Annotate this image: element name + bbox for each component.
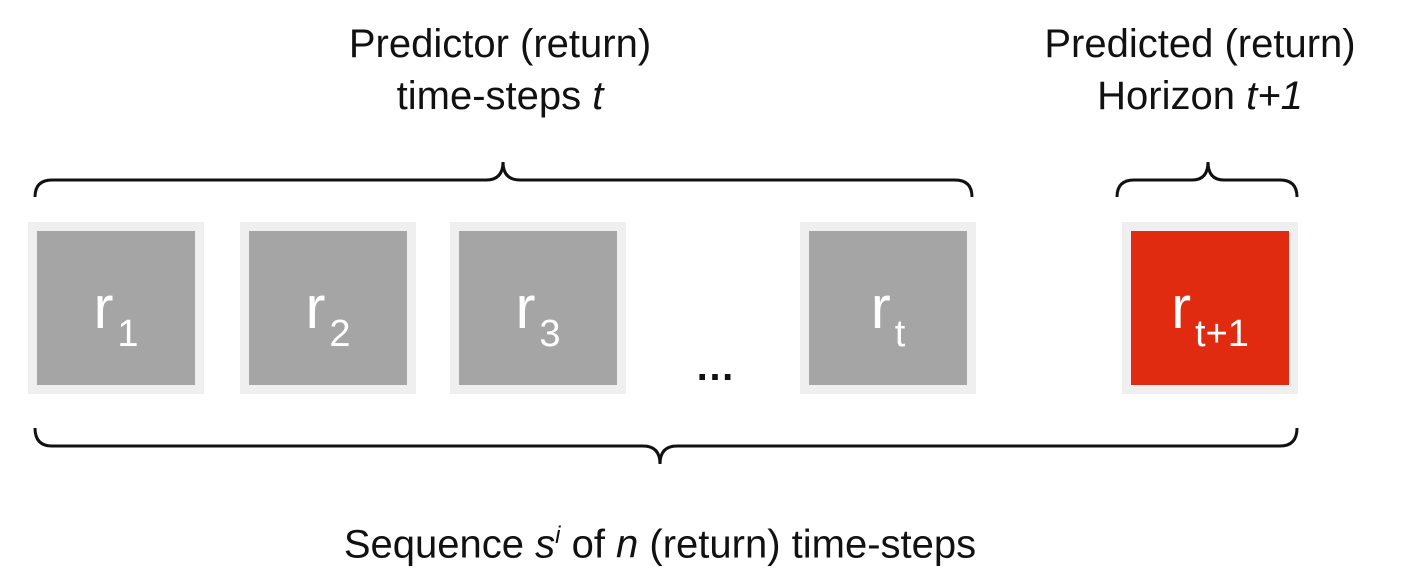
predictor-label-prefix: time-steps: [396, 74, 593, 118]
box-r1-base: r: [93, 274, 114, 341]
horizon-brace: [1115, 161, 1299, 198]
sequence-label-i: i: [555, 522, 561, 549]
sequence-label: Sequence si of n (return) time-steps: [160, 510, 1160, 570]
box-rt-base: r: [870, 274, 891, 341]
sequence-label-s: s: [535, 522, 556, 567]
box-r1-sub: 1: [117, 313, 139, 355]
predictor-brace: [33, 161, 974, 198]
sequence-label-prefix: Sequence: [343, 522, 536, 567]
predicted-label-line2: Horizon t+1: [990, 70, 1410, 122]
predictor-label: Predictor (return) time-steps t: [250, 18, 750, 122]
predicted-label: Predicted (return) Horizon t+1: [990, 18, 1410, 122]
sequence-brace: [33, 427, 1299, 465]
predictor-label-var: t: [592, 74, 604, 118]
box-rt1-sub: t+1: [1195, 313, 1249, 355]
sequence-label-mid: of: [560, 522, 617, 567]
box-r3-base: r: [515, 274, 536, 341]
predictor-label-line2: time-steps t: [250, 70, 750, 122]
box-rt1-base: r: [1171, 274, 1192, 341]
ellipsis: …: [695, 345, 735, 389]
predicted-label-prefix: Horizon: [1097, 74, 1247, 118]
box-r2-sub: 2: [329, 313, 351, 355]
sequence-label-suffix: (return) time-steps: [638, 522, 977, 567]
box-r2-base: r: [305, 274, 326, 341]
predicted-label-var: t+1: [1246, 74, 1303, 118]
box-rt-sub: t: [894, 313, 906, 355]
sequence-label-n: n: [616, 522, 639, 567]
predicted-label-line1: Predicted (return): [1044, 22, 1356, 66]
predictor-label-line1: Predictor (return): [348, 22, 652, 66]
box-r3-sub: 3: [539, 313, 561, 355]
